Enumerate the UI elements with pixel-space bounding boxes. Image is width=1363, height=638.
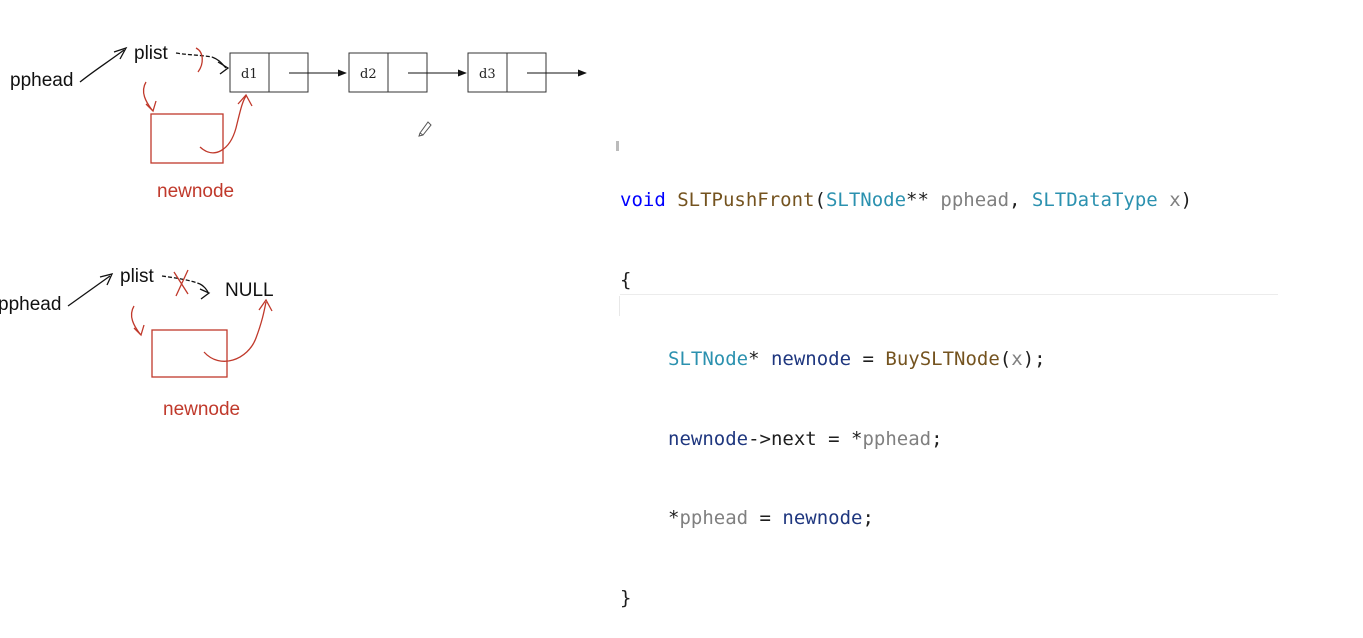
code-line-brace-close: }	[620, 586, 632, 609]
code-line-3: *pphead = newnode;	[620, 505, 1192, 532]
code-l3-end: ;	[862, 507, 874, 529]
top-newnode-to-d1-arrow	[199, 95, 247, 154]
code-gutter-guide	[619, 296, 620, 316]
top-plist-cross-mark	[195, 47, 203, 73]
code-comma: ,	[1009, 189, 1021, 211]
code-end-guide-line	[620, 294, 1278, 295]
bottom-newnode-to-null-arrow	[203, 301, 267, 362]
bottom-newnode-to-null-arrowhead	[258, 298, 273, 312]
code-l1-type: SLTNode	[668, 348, 749, 370]
top-plist-arrow	[175, 52, 213, 58]
node-d2-label: d2	[360, 67, 377, 82]
top-plist-arrowhead	[217, 61, 230, 75]
bottom-newnode-label: newnode	[163, 399, 240, 420]
bottom-null-label: NULL	[225, 280, 274, 301]
top-newnode-to-d1-arrowhead	[237, 93, 253, 107]
code-l1-assign: =	[851, 348, 886, 370]
code-param2-type: SLTDataType	[1031, 189, 1158, 211]
code-line-signature: void SLTPushFront(SLTNode** pphead, SLTD…	[620, 187, 1192, 214]
top-newnode-box	[150, 113, 224, 164]
bottom-plist-arrow-tail	[199, 283, 209, 293]
code-l1-func: BuySLTNode	[885, 348, 1000, 370]
code-l2-member: ->next = *	[748, 427, 863, 450]
node-d1: d1	[229, 52, 347, 93]
code-l1-arg: x	[1011, 348, 1023, 370]
bottom-pphead-arrowhead	[99, 273, 114, 286]
bottom-plist-cross-mark	[173, 269, 189, 297]
code-l1-end: );	[1022, 348, 1046, 370]
top-pphead-arrowhead	[113, 46, 128, 60]
code-param1-type: SLTNode	[825, 189, 907, 211]
top-plist-label: plist	[134, 43, 169, 64]
bottom-pphead-arrow	[67, 275, 111, 307]
code-l3-deref: *	[668, 507, 680, 529]
code-l2-param: pphead	[862, 427, 932, 450]
code-l2-end: ;	[931, 427, 943, 450]
node-d3-label: d3	[479, 67, 496, 82]
code-param1-ptr: **	[906, 189, 929, 211]
code-keyword-void: void	[620, 189, 666, 211]
bottom-plist-to-newnode-arrowhead	[133, 324, 145, 337]
code-l3-param: pphead	[679, 507, 749, 529]
top-plist-to-newnode-arrowhead	[145, 100, 157, 113]
top-pphead-arrow	[79, 49, 125, 83]
gutter-fold-marker	[616, 141, 619, 151]
code-l3-var: newnode	[782, 507, 863, 529]
bottom-plist-arrow	[161, 275, 201, 285]
top-plist-arrow-tail	[211, 56, 227, 69]
node-d3: d3	[467, 52, 587, 93]
bottom-newnode-box	[151, 329, 228, 378]
bottom-plist-label: plist	[120, 266, 155, 287]
top-newnode-label: newnode	[157, 181, 234, 202]
pencil-icon	[418, 121, 432, 137]
code-param2-name: x	[1169, 189, 1181, 211]
node-d1-label: d1	[241, 67, 258, 82]
code-line-brace-open: {	[620, 268, 632, 291]
code-l1-var: newnode	[770, 348, 852, 370]
code-l1-ptr: *	[748, 348, 760, 370]
node-d2: d2	[348, 52, 467, 93]
top-pphead-label: pphead	[10, 70, 73, 91]
code-line-1: SLTNode* newnode = BuySLTNode(x);	[668, 348, 1046, 370]
code-paren-open: (	[814, 189, 826, 211]
code-l3-assign: =	[748, 507, 783, 529]
bottom-pphead-label: pphead	[0, 294, 61, 315]
code-l2-var: newnode	[668, 427, 749, 450]
code-param1-name: pphead	[940, 189, 1010, 211]
code-block: void SLTPushFront(SLTNode** pphead, SLTD…	[620, 134, 1192, 638]
code-paren-close: )	[1180, 189, 1193, 211]
code-func-name: SLTPushFront	[677, 189, 815, 211]
diagram-canvas: pphead plist d1 d2 d3 newnode pphead pli…	[0, 43, 587, 420]
code-line-2: newnode->next = *pphead;	[620, 426, 1192, 453]
bottom-plist-arrowhead	[199, 288, 211, 300]
